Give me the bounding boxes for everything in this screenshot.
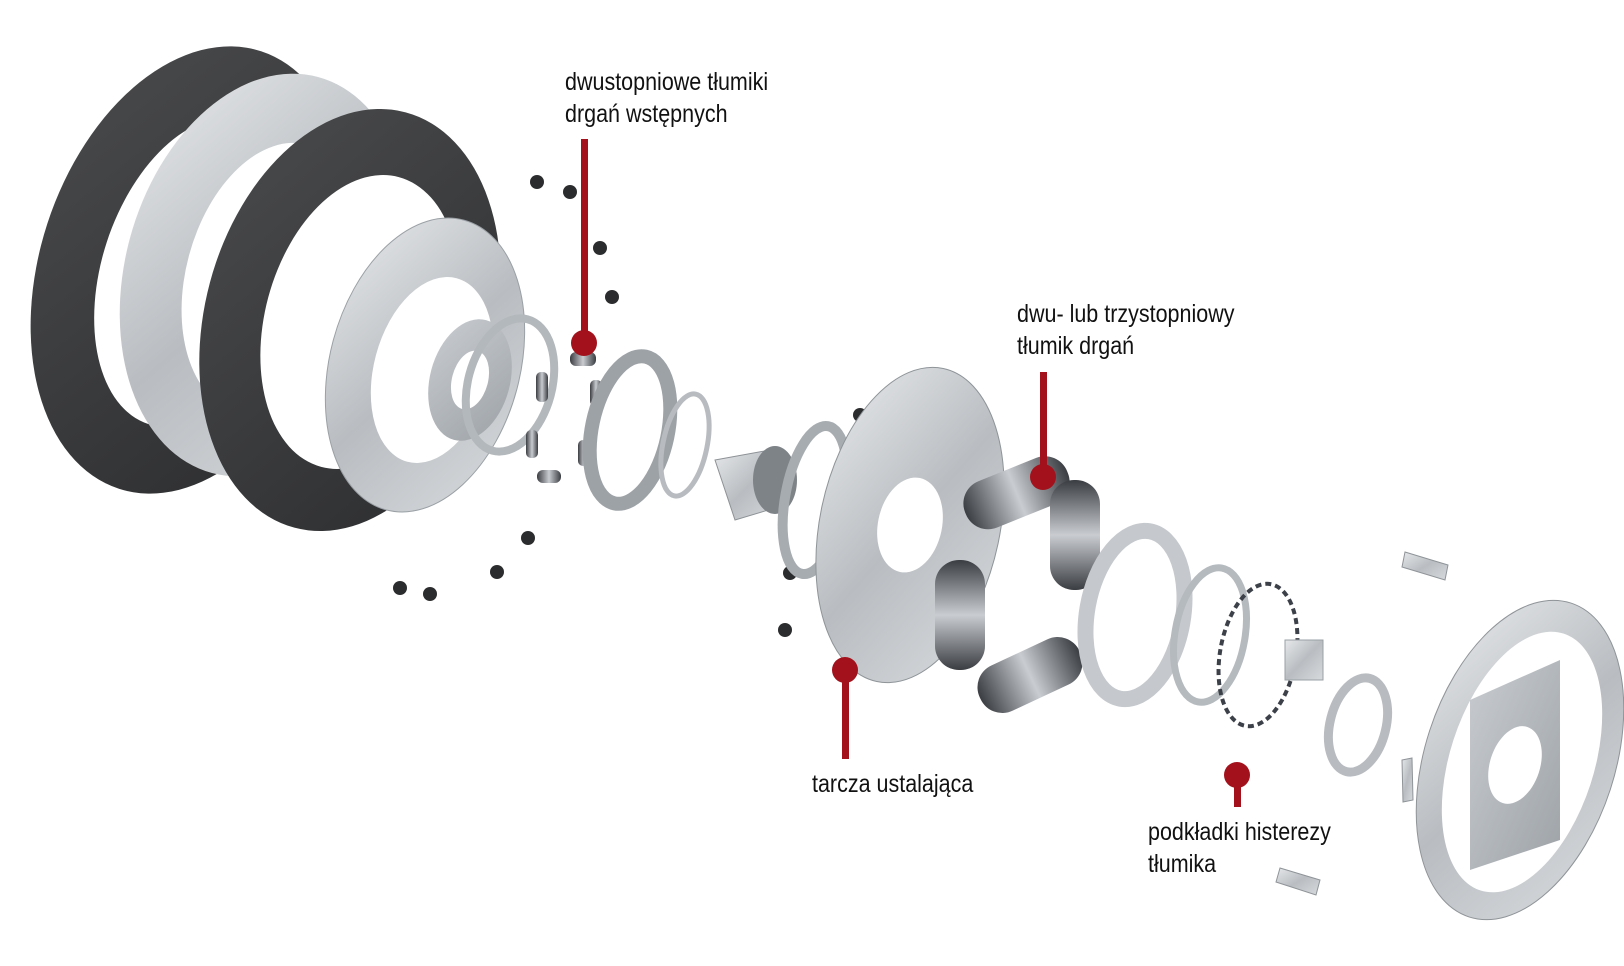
callout-label-hysteresis: podkładki histerezy tłumika <box>1148 816 1331 880</box>
callout-label-retainer-plate: tarcza ustalająca <box>812 768 973 800</box>
friction-ring <box>1077 522 1193 708</box>
callout-leader-retainer-plate <box>832 657 858 759</box>
callout-leader-main-damper <box>1030 372 1056 490</box>
thrust-washer <box>582 349 712 511</box>
callout-leader-hysteresis <box>1224 762 1250 807</box>
callout-line: podkładki histerezy <box>1148 818 1331 846</box>
callout-line: drgań wstępnych <box>565 100 728 128</box>
cover-plate <box>1415 599 1624 921</box>
callout-line: tłumika <box>1148 850 1217 878</box>
callout-line: dwustopniowe tłumiki <box>565 68 769 96</box>
callout-line: dwu- lub trzystopniowy <box>1017 300 1235 328</box>
callout-leader-pre-damper <box>571 139 597 356</box>
control-plate-ring <box>1323 673 1393 777</box>
spring-washer <box>1216 581 1324 729</box>
callout-label-pre-damper: dwustopniowe tłumiki drgań wstępnych <box>565 66 768 130</box>
callout-line: tłumik drgań <box>1017 332 1135 360</box>
callout-label-main-damper: dwu- lub trzystopniowy tłumik drgań <box>1017 298 1234 362</box>
hysteresis-washer <box>1170 564 1250 706</box>
clips <box>1275 551 1449 896</box>
callout-line: tarcza ustalająca <box>812 770 974 798</box>
carrier-plate <box>324 217 559 513</box>
